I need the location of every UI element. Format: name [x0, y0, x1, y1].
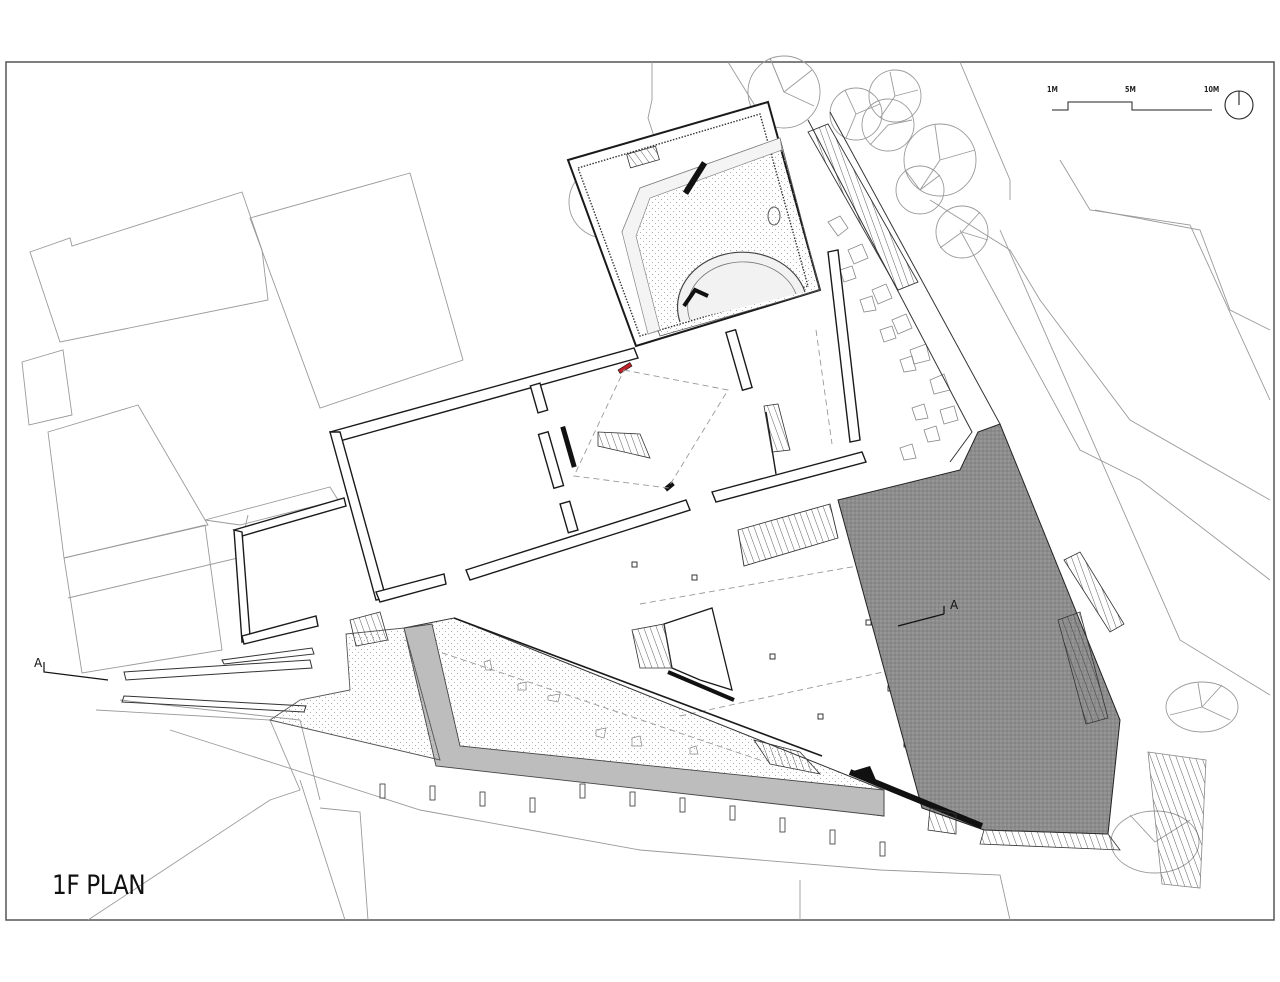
- section-line-west: [43, 662, 109, 681]
- tree-icon: [829, 87, 883, 141]
- stone-garden: [827, 215, 959, 461]
- stair: [737, 503, 839, 567]
- tree-icon: [747, 55, 821, 129]
- scale-label-5m: 5M: [1125, 85, 1136, 94]
- tree-icon: [895, 165, 945, 215]
- stair: [807, 123, 919, 291]
- stair: [1063, 551, 1125, 633]
- tree-icon: [903, 123, 977, 197]
- north-arrow-icon: [1224, 90, 1254, 120]
- inner-room: [631, 607, 735, 702]
- scale-label-1m: 1M: [1047, 85, 1058, 94]
- tree-icon: [868, 69, 922, 123]
- terrace-grey-band: [403, 623, 885, 817]
- scale-bar: [1052, 101, 1212, 111]
- south-terrace: [403, 617, 984, 835]
- section-marker-east: A: [950, 598, 959, 612]
- stair: [1147, 751, 1207, 889]
- drawing-title: 1F PLAN: [52, 870, 146, 901]
- courtyard-block: [566, 100, 822, 348]
- west-entry: [121, 611, 441, 761]
- tree-icon: [935, 205, 989, 259]
- sheet-frame: [5, 61, 1275, 921]
- stair: [1057, 611, 1109, 725]
- piers: [379, 783, 886, 857]
- section-marker-west: A: [34, 656, 43, 670]
- red-accent-wall: [617, 362, 633, 374]
- tree-icon: [861, 98, 915, 152]
- black-wall: [560, 425, 577, 468]
- scale-label-10m: 10M: [1204, 85, 1220, 94]
- tree-icon: [1165, 681, 1239, 733]
- main-hall: [232, 249, 867, 645]
